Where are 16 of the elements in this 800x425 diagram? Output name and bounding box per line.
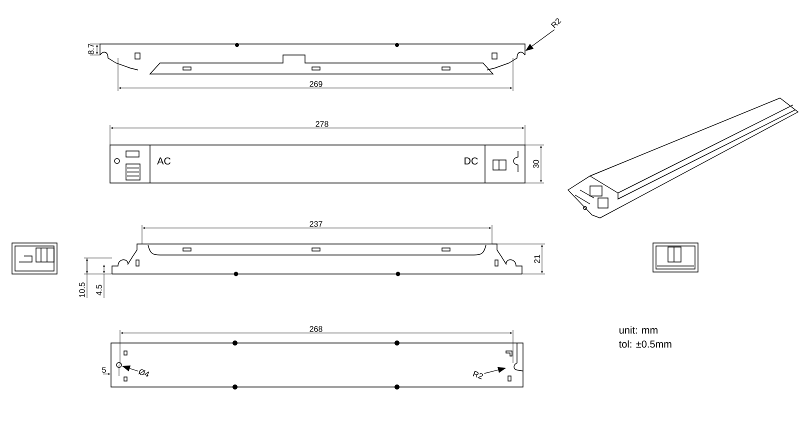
dimension-value: 30 xyxy=(533,160,539,168)
dimension-label: Ø4 xyxy=(138,369,150,378)
port-label: AC xyxy=(157,157,171,165)
dimension-value: 4.5 xyxy=(96,284,102,296)
side-view-drawing xyxy=(100,43,526,74)
dimension-label: R2 xyxy=(472,370,483,380)
dimension-value: 5 xyxy=(102,367,106,373)
dimension-value: 268 xyxy=(310,326,322,332)
dimension-value: 237 xyxy=(310,221,322,227)
tolerance-note: tol: ±0.5mm xyxy=(619,340,672,348)
unit-note: unit: mm xyxy=(620,326,658,334)
dimension-label: R2 xyxy=(550,18,562,28)
dimension-value: 10.5 xyxy=(79,282,85,298)
dimension-value: 278 xyxy=(316,121,328,127)
dimension-value: 21 xyxy=(534,254,540,264)
port-label: DC xyxy=(464,157,478,165)
